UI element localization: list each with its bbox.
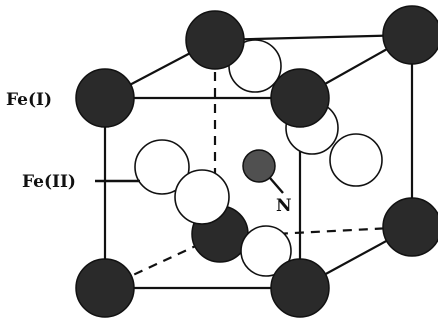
labels: Fe(I) Fe(II) N bbox=[6, 90, 292, 216]
fe-i-atoms bbox=[75, 5, 438, 318]
n-label-leader bbox=[269, 177, 284, 194]
n-atom-group bbox=[242, 149, 284, 194]
n-atom bbox=[242, 149, 276, 183]
fe-i-atom-top-front-left bbox=[75, 68, 135, 128]
fe-ii-label: Fe(II) bbox=[22, 172, 76, 192]
fe-i-label: Fe(I) bbox=[6, 90, 52, 110]
fe-i-atom-bottom-back-right bbox=[382, 197, 438, 257]
fe-ii-atom-bottom-face bbox=[240, 225, 292, 277]
fe-i-atom-top-front-right bbox=[270, 68, 330, 128]
fe-i-atom-top-back-right bbox=[382, 5, 438, 65]
fe-i-atom-bottom-front-left bbox=[75, 258, 135, 318]
fe-ii-atom-front-face bbox=[174, 169, 230, 225]
edge-top-back bbox=[214, 33, 413, 42]
fe-ii-atom-left-face bbox=[134, 139, 190, 195]
fe-i-atom-top-back-left bbox=[185, 10, 245, 70]
fe-i-atom-bottom-front-right bbox=[270, 258, 330, 318]
fe-ii-atom-right-face-lower bbox=[329, 133, 383, 187]
n-label: N bbox=[276, 196, 292, 216]
